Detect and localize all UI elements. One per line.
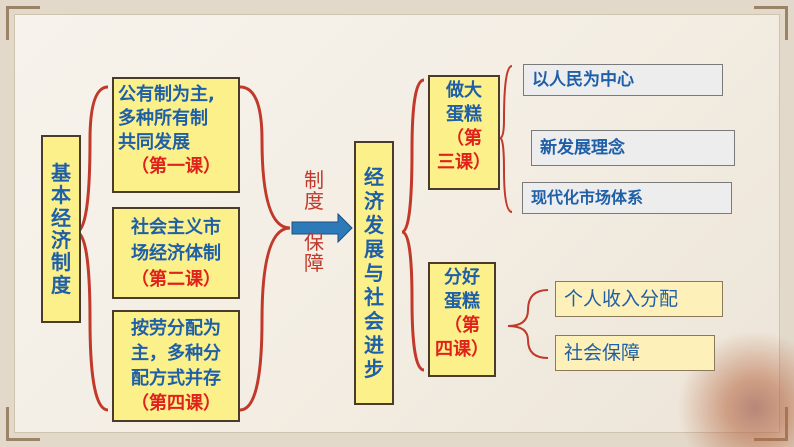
pillar-line: 主，多种分 [131, 343, 221, 364]
item-people-centered: 以人民为中心 [523, 64, 723, 96]
cake-title-line: 蛋糕 [444, 291, 480, 312]
corner-ornament [754, 6, 788, 40]
pillar-line: 社会主义市 [131, 217, 221, 238]
cake-title-line: 分好 [444, 267, 480, 288]
root-char: 基 [51, 160, 71, 185]
cake-box-share-well: 分好 蛋糕 （第 四课） [428, 262, 496, 377]
root-char: 经 [51, 205, 71, 230]
label-char: 障 [304, 251, 324, 275]
pillar-line: 场经济体制 [131, 243, 221, 264]
item-label: 以人民为中心 [532, 70, 634, 90]
pillar-lesson: （第一课） [131, 156, 221, 177]
corner-ornament [6, 407, 40, 441]
root-char: 本 [51, 183, 71, 208]
brace-right [239, 85, 291, 412]
goal-char: 会 [364, 309, 384, 333]
pillar-lesson: （第四课） [131, 393, 221, 414]
item-label: 新发展理念 [540, 138, 625, 158]
cake-lesson-line: （第 [444, 315, 480, 336]
brace-goal [401, 78, 425, 372]
goal-char: 发 [364, 213, 384, 237]
goal-char: 展 [364, 237, 384, 261]
item-new-development-concept: 新发展理念 [531, 130, 735, 166]
cake-box-make-bigger: 做大 蛋糕 （第 三课） [428, 75, 500, 190]
cake-title-line: 蛋糕 [446, 104, 482, 125]
label-char: 制 [304, 168, 324, 192]
cake-lesson-line: 四课） [435, 339, 489, 360]
goal-char: 与 [364, 261, 384, 285]
item-social-security: 社会保障 [555, 335, 715, 371]
link-label-institutional-guarantee: 制 度 保 障 [302, 170, 326, 274]
pillar-box-ownership: 公有制为主, 多种所有制 共同发展 （第一课） [112, 77, 240, 193]
cake-title-line: 做大 [446, 80, 482, 101]
root-box-basic-economic-system: 基 本 经 济 制 度 [41, 135, 81, 323]
pillar-line: 多种所有制 [118, 108, 208, 129]
pillar-box-distribution: 按劳分配为 主，多种分 配方式并存 （第四课） [112, 310, 240, 422]
root-char: 济 [51, 228, 71, 252]
root-char: 制 [51, 250, 71, 275]
pillar-box-market-economy: 社会主义市 场经济体制 （第二课） [112, 207, 240, 299]
pillar-line: 按劳分配为 [131, 318, 221, 339]
goal-char: 步 [364, 357, 384, 381]
item-label: 个人收入分配 [564, 288, 679, 310]
goal-char: 经 [364, 165, 384, 189]
goal-char: 社 [364, 285, 384, 309]
cake-lesson-line: （第 [446, 128, 482, 149]
goal-char: 进 [364, 333, 384, 357]
goal-char: 济 [364, 189, 384, 213]
arrow-icon [291, 212, 353, 244]
corner-ornament [6, 6, 40, 40]
item-modern-market-system: 现代化市场体系 [522, 182, 732, 214]
brace-big [499, 65, 513, 213]
label-char: 度 [304, 189, 324, 213]
pillar-line: 公有制为主, [118, 84, 215, 105]
label-char: 保 [304, 230, 324, 254]
pillar-line: 共同发展 [118, 132, 190, 153]
item-label: 现代化市场体系 [531, 188, 644, 207]
brace-share [507, 289, 549, 359]
goal-box-development-progress: 经 济 发 展 与 社 会 进 步 [354, 141, 394, 405]
pillar-lesson: （第二课） [131, 269, 221, 290]
pillar-line: 配方式并存 [131, 368, 221, 389]
cake-lesson-line: 三课） [437, 152, 491, 173]
root-char: 度 [51, 272, 71, 297]
item-personal-income-distribution: 个人收入分配 [555, 281, 723, 317]
item-label: 社会保障 [564, 342, 641, 364]
